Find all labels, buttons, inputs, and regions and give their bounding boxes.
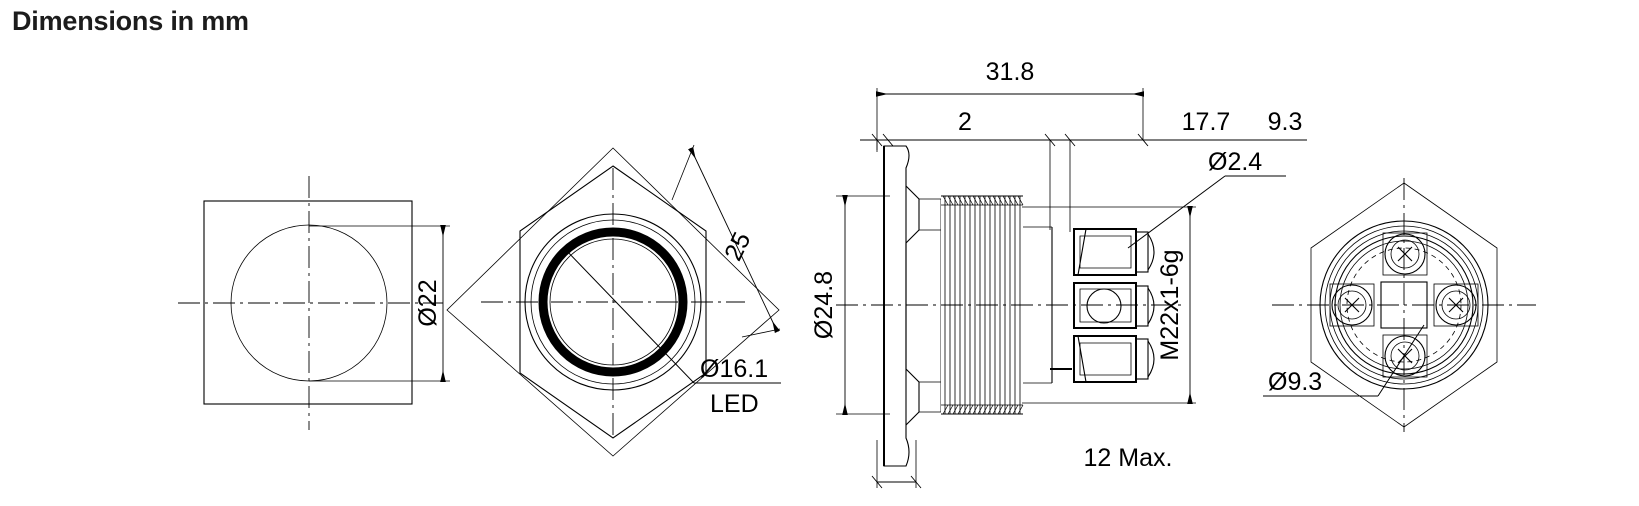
label-d22: Ø22 — [414, 279, 442, 326]
panel-cutout-view: Ø22 — [178, 176, 450, 430]
label-thread-spec: M22x1-6g — [1156, 249, 1184, 360]
label-overall-length: 31.8 — [986, 58, 1035, 86]
terminal-block — [1050, 228, 1155, 383]
ext-line-corner-bottom — [741, 328, 781, 338]
label-panel-thickness: 12 Max. — [1084, 444, 1173, 472]
label-led-diameter: Ø16.1 — [700, 355, 768, 383]
screw-terminal-bottom — [1382, 334, 1428, 378]
flange-head-section-top — [883, 145, 910, 467]
panel-plate-outline — [203, 200, 413, 405]
label-across-corners: 25 — [719, 228, 756, 265]
label-led-caption: LED — [710, 390, 759, 418]
hex-nut-profile — [905, 185, 920, 426]
side-section-view: 31.8 2 17.7 9.3 Ø2.4 Ø24.8 M22x1-6g — [810, 58, 1307, 489]
label-terminal-block-length: 17.7 — [1182, 108, 1231, 136]
screw-terminal-top — [1382, 232, 1428, 276]
page-title: Dimensions in mm — [12, 6, 249, 36]
label-terminal-circle: Ø9.3 — [1268, 368, 1322, 396]
front-view: 25 Ø16.1 LED — [446, 144, 781, 457]
rear-view: Ø9.3 — [1263, 178, 1536, 432]
label-flange-thickness: 2 — [958, 108, 972, 136]
label-terminal-spacing: 9.3 — [1268, 108, 1303, 136]
leader-line-led — [563, 247, 695, 384]
dim-ticks-12max — [871, 475, 922, 489]
hex-nut-waist — [919, 229, 941, 383]
label-terminal-hole: Ø2.4 — [1208, 148, 1262, 176]
hex-nut-body — [919, 198, 942, 413]
dim-line-across-corners — [688, 146, 780, 334]
leader-line-d93 — [1377, 324, 1425, 397]
leader-line-d24 — [1127, 175, 1226, 249]
label-flange-diameter: Ø24.8 — [810, 271, 838, 339]
ext-line-corner-top — [671, 144, 695, 201]
